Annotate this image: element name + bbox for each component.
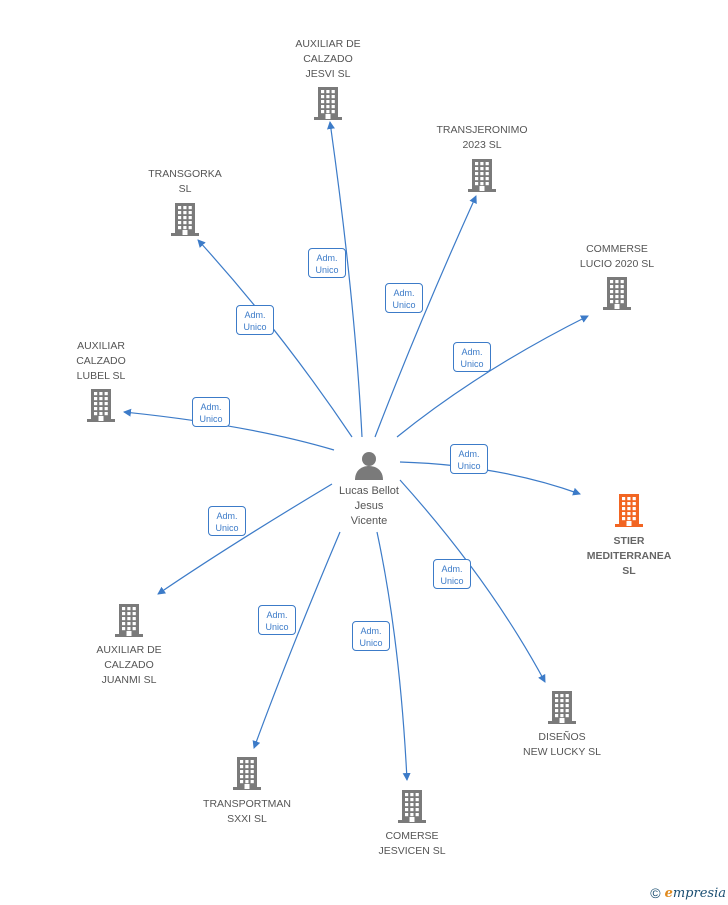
edge-auxiliar-calzado-lubel xyxy=(123,408,335,451)
node-label-transjeronimo[interactable]: TRANSJERONIMO 2023 SL xyxy=(436,124,528,151)
node-label-transportman[interactable]: TRANSPORTMAN SXXI SL xyxy=(203,798,291,825)
edge-label-auxiliar-calzado-jesvi[interactable]: Adm. Unico xyxy=(308,248,346,278)
building-icon-auxiliar-calzado-jesvi[interactable] xyxy=(312,85,344,126)
building-icon-auxiliar-calzado-lubel[interactable] xyxy=(85,387,117,428)
edge-label-transportman[interactable]: Adm. Unico xyxy=(258,605,296,635)
building-icon-stier-mediterranea[interactable] xyxy=(613,492,645,533)
edge-commerse-lucio xyxy=(396,315,589,438)
watermark: © empresia xyxy=(650,883,726,903)
edge-stier-mediterranea xyxy=(399,461,581,496)
edge-label-comerse-jesvicen[interactable]: Adm. Unico xyxy=(352,621,390,651)
building-icon-transgorka[interactable] xyxy=(169,201,201,242)
node-label-auxiliar-calzado-lubel[interactable]: AUXILIAR CALZADO LUBEL SL xyxy=(76,340,126,382)
edge-label-commerse-lucio[interactable]: Adm. Unico xyxy=(453,342,491,372)
edge-label-transjeronimo[interactable]: Adm. Unico xyxy=(385,283,423,313)
brand-logo: empresia xyxy=(664,886,726,901)
node-label-comerse-jesvicen[interactable]: COMERSE JESVICEN SL xyxy=(378,830,446,857)
edge-transjeronimo xyxy=(374,195,477,438)
center-person-name[interactable]: Lucas Bellot Jesus Vicente xyxy=(339,485,399,527)
edge-auxiliar-calzado-juanmi xyxy=(157,483,333,595)
building-icon-transportman[interactable] xyxy=(231,755,263,796)
person-icon[interactable] xyxy=(354,450,384,485)
edge-comerse-jesvicen xyxy=(376,531,411,781)
edges xyxy=(123,121,589,781)
node-label-stier-mediterranea[interactable]: STIER MEDITERRANEA SL xyxy=(586,535,672,577)
edge-label-auxiliar-calzado-lubel[interactable]: Adm. Unico xyxy=(192,397,230,427)
node-label-transgorka[interactable]: TRANSGORKA SL xyxy=(148,168,222,195)
building-icon-commerse-lucio[interactable] xyxy=(601,275,633,316)
edge-label-disenos-new-lucky[interactable]: Adm. Unico xyxy=(433,559,471,589)
building-icon-comerse-jesvicen[interactable] xyxy=(396,788,428,829)
edge-label-transgorka[interactable]: Adm. Unico xyxy=(236,305,274,335)
copyright-symbol: © xyxy=(650,885,661,901)
node-label-auxiliar-calzado-jesvi[interactable]: AUXILIAR DE CALZADO JESVI SL xyxy=(295,38,361,80)
node-label-commerse-lucio[interactable]: COMMERSE LUCIO 2020 SL xyxy=(579,243,655,270)
building-icon-auxiliar-calzado-juanmi[interactable] xyxy=(113,602,145,643)
edge-label-stier-mediterranea[interactable]: Adm. Unico xyxy=(450,444,488,474)
edge-transportman xyxy=(252,531,341,749)
edge-disenos-new-lucky xyxy=(399,479,546,683)
edge-label-auxiliar-calzado-juanmi[interactable]: Adm. Unico xyxy=(208,506,246,536)
building-icon-transjeronimo[interactable] xyxy=(466,157,498,198)
edge-transgorka xyxy=(197,239,353,438)
node-label-disenos-new-lucky[interactable]: DISEÑOS NEW LUCKY SL xyxy=(523,731,601,758)
building-icon-disenos-new-lucky[interactable] xyxy=(546,689,578,730)
edge-auxiliar-calzado-jesvi xyxy=(327,121,363,438)
node-label-auxiliar-calzado-juanmi[interactable]: AUXILIAR DE CALZADO JUANMI SL xyxy=(96,644,162,686)
